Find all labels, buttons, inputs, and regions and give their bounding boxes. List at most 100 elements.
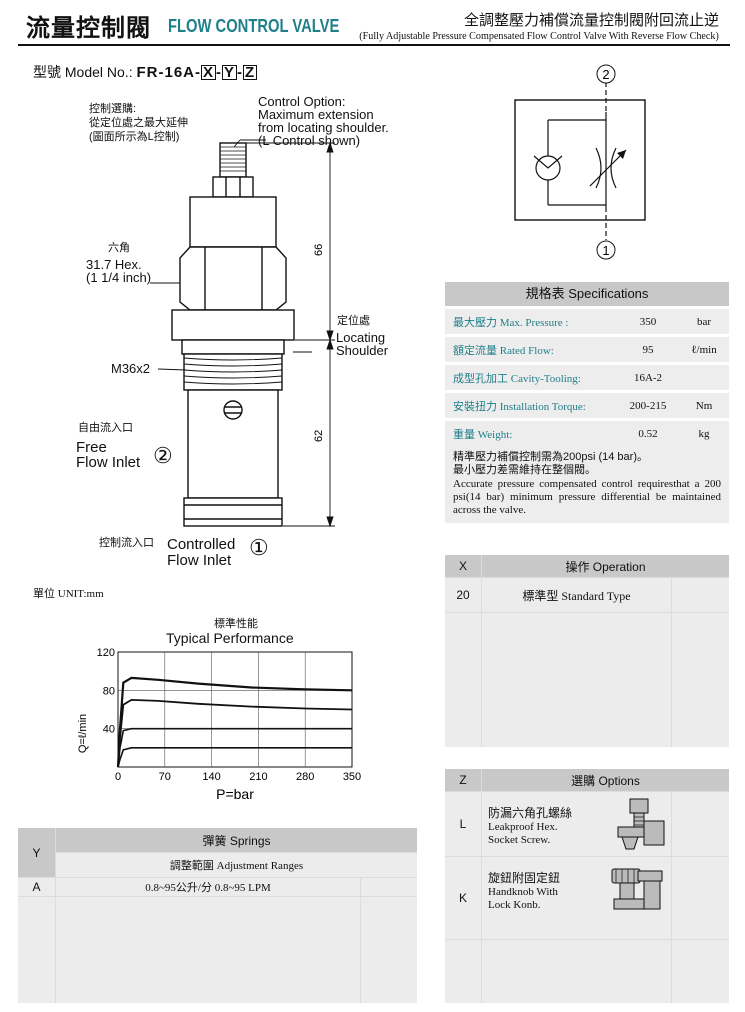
check-valve-ball — [535, 155, 561, 181]
spec-value: 16A-2 — [633, 371, 663, 384]
option-k-cn: 旋鈕附固定鈕 — [488, 871, 561, 885]
spec-header: 規格表 Specifications — [445, 282, 729, 306]
option-k-en-2: Lock Konb. — [488, 899, 541, 911]
chart-series-line — [117, 747, 352, 768]
options-title-header: 選購 Options — [482, 769, 729, 791]
thread-label: M36x2 — [111, 361, 151, 376]
controlled-port-number: ① — [249, 535, 269, 560]
control-option-en-4: (L Control shown) — [258, 133, 361, 148]
model-x-box: X — [201, 64, 217, 81]
springs-filler-key — [18, 897, 55, 1003]
side-port — [223, 400, 243, 420]
model-code: FR-16A- — [136, 64, 201, 81]
springs-extra-a — [361, 878, 417, 896]
spec-value: 0.52 — [638, 427, 658, 440]
chart-series-line — [116, 676, 353, 768]
hex-cn: 六角 — [108, 242, 130, 254]
schematic-port-top: 2 — [602, 67, 609, 82]
springs-key-a: A — [18, 878, 55, 896]
hex-section — [179, 246, 287, 311]
options-table: Z 選購 Options L 防漏六角孔螺絲 Leakproof Hex. So… — [445, 769, 729, 1003]
free-inlet-en-2: Flow Inlet — [76, 454, 141, 471]
option-l-en-2: Socket Screw. — [488, 834, 551, 846]
options-filler-extra — [672, 940, 729, 1003]
bottom-seal — [183, 497, 283, 527]
control-option-en-1: Control Option: — [258, 94, 346, 109]
locating-en-1: Locating — [336, 330, 386, 345]
springs-key-header: Y — [18, 828, 55, 877]
page-subtitle-en: (Fully Adjustable Pressure Compensated F… — [359, 30, 719, 42]
control-option-cn-1: 控制選購: — [89, 103, 137, 115]
chart-series-line — [117, 698, 353, 768]
operation-filler-key — [445, 613, 481, 747]
chart-series-line — [117, 727, 352, 768]
chart-x-tick-label: 350 — [343, 771, 361, 783]
spec-row: 重量 Weight: 0.52 kg — [445, 418, 729, 446]
page-title-en: FLOW CONTROL VALVE — [168, 16, 340, 36]
options-extra-k — [672, 857, 729, 939]
control-option-cn-2: 從定位處之最大延伸 — [89, 117, 188, 129]
springs-table: Y 彈簧 Springs 調整範圍 Adjustment Ranges A 0.… — [18, 828, 417, 1003]
chart-y-axis-label: Q=ℓ/min — [77, 714, 89, 753]
spec-value: 200-215 — [629, 399, 667, 412]
dim-lower-label: 62 — [313, 430, 325, 442]
spec-unit: Nm — [695, 399, 713, 412]
schematic-port-bottom: 1 — [602, 243, 609, 258]
spec-label: 成型孔加工 Cavity-Tooling: — [453, 372, 581, 385]
dim-upper-label: 66 — [313, 244, 325, 256]
option-l-cn: 防漏六角孔螺絲 — [488, 806, 573, 820]
options-key-l: L — [445, 792, 481, 856]
model-dash: - — [237, 64, 244, 81]
springs-desc-a: 0.8~95公升/分 0.8~95 LPM — [56, 878, 360, 896]
option-k-en-1: Handknob With — [488, 886, 558, 898]
chart-x-tick-label: 0 — [115, 771, 121, 783]
control-option-cn-3: (圖面所示為L控制) — [89, 131, 180, 143]
option-l-en-1: Leakproof Hex. — [488, 821, 558, 833]
model-y-box: Y — [222, 64, 238, 81]
options-filler-desc — [482, 940, 671, 1003]
spec-label: 重量 Weight: — [453, 428, 513, 441]
spec-note: 精準壓力補償控制需為200psi (14 bar)。 最小壓力差需維持在整個閥。… — [445, 445, 729, 523]
options-desc-l: 防漏六角孔螺絲 Leakproof Hex. Socket Screw. — [482, 792, 671, 856]
free-port-number: ② — [153, 443, 173, 468]
spec-unit: bar — [696, 315, 712, 328]
note-cn-1: 精準壓力補償控制需為200psi (14 bar)。 — [453, 451, 648, 463]
locating-en-2: Shoulder — [336, 343, 389, 358]
spec-row: 成型孔加工 Cavity-Tooling: 16A-2 — [445, 362, 729, 390]
control-option-en-2: Maximum extension — [258, 107, 374, 122]
hex-socket-screw-icon — [617, 798, 665, 850]
chart-x-axis-label: P=bar — [216, 786, 254, 802]
spec-label: 額定流量 Rated Flow: — [453, 344, 554, 357]
springs-title-header: 彈簧 Springs — [56, 828, 417, 852]
chart-y-tick-label: 40 — [103, 724, 115, 736]
control-option-en-3: from locating shoulder. — [258, 120, 389, 135]
free-inlet-cn: 自由流入口 — [78, 422, 133, 434]
page-title-cn: 流量控制閥 — [26, 15, 151, 42]
handknob-icon — [611, 868, 663, 910]
options-desc-k: 旋鈕附固定鈕 Handknob With Lock Konb. — [482, 857, 671, 939]
model-z-box: Z — [243, 64, 258, 81]
controlled-inlet-en-1: Controlled — [167, 536, 236, 553]
controlled-inlet-en-2: Flow Inlet — [167, 552, 232, 569]
spec-unit: kg — [698, 427, 710, 440]
chart-x-tick-label: 70 — [159, 771, 171, 783]
locating-cn: 定位處 — [337, 315, 370, 327]
operation-filler-desc — [482, 613, 671, 747]
spec-value: 95 — [642, 343, 654, 356]
springs-filler-desc — [56, 897, 360, 1003]
springs-subtitle: 調整範圍 Adjustment Ranges — [56, 853, 417, 877]
chart-y-tick-label: 120 — [97, 647, 115, 659]
operation-key-header: X — [445, 555, 481, 577]
body-threads — [183, 357, 283, 385]
spec-unit: ℓ/min — [691, 343, 717, 356]
spec-value: 350 — [639, 315, 657, 328]
note-cn-2: 最小壓力差需維持在整個閥。 — [453, 464, 596, 476]
chart-y-tick-label: 80 — [103, 685, 115, 697]
hex-en-2: (1 1/4 inch) — [86, 270, 152, 285]
chart-x-tick-label: 210 — [249, 771, 267, 783]
operation-key-20: 20 — [445, 578, 481, 612]
